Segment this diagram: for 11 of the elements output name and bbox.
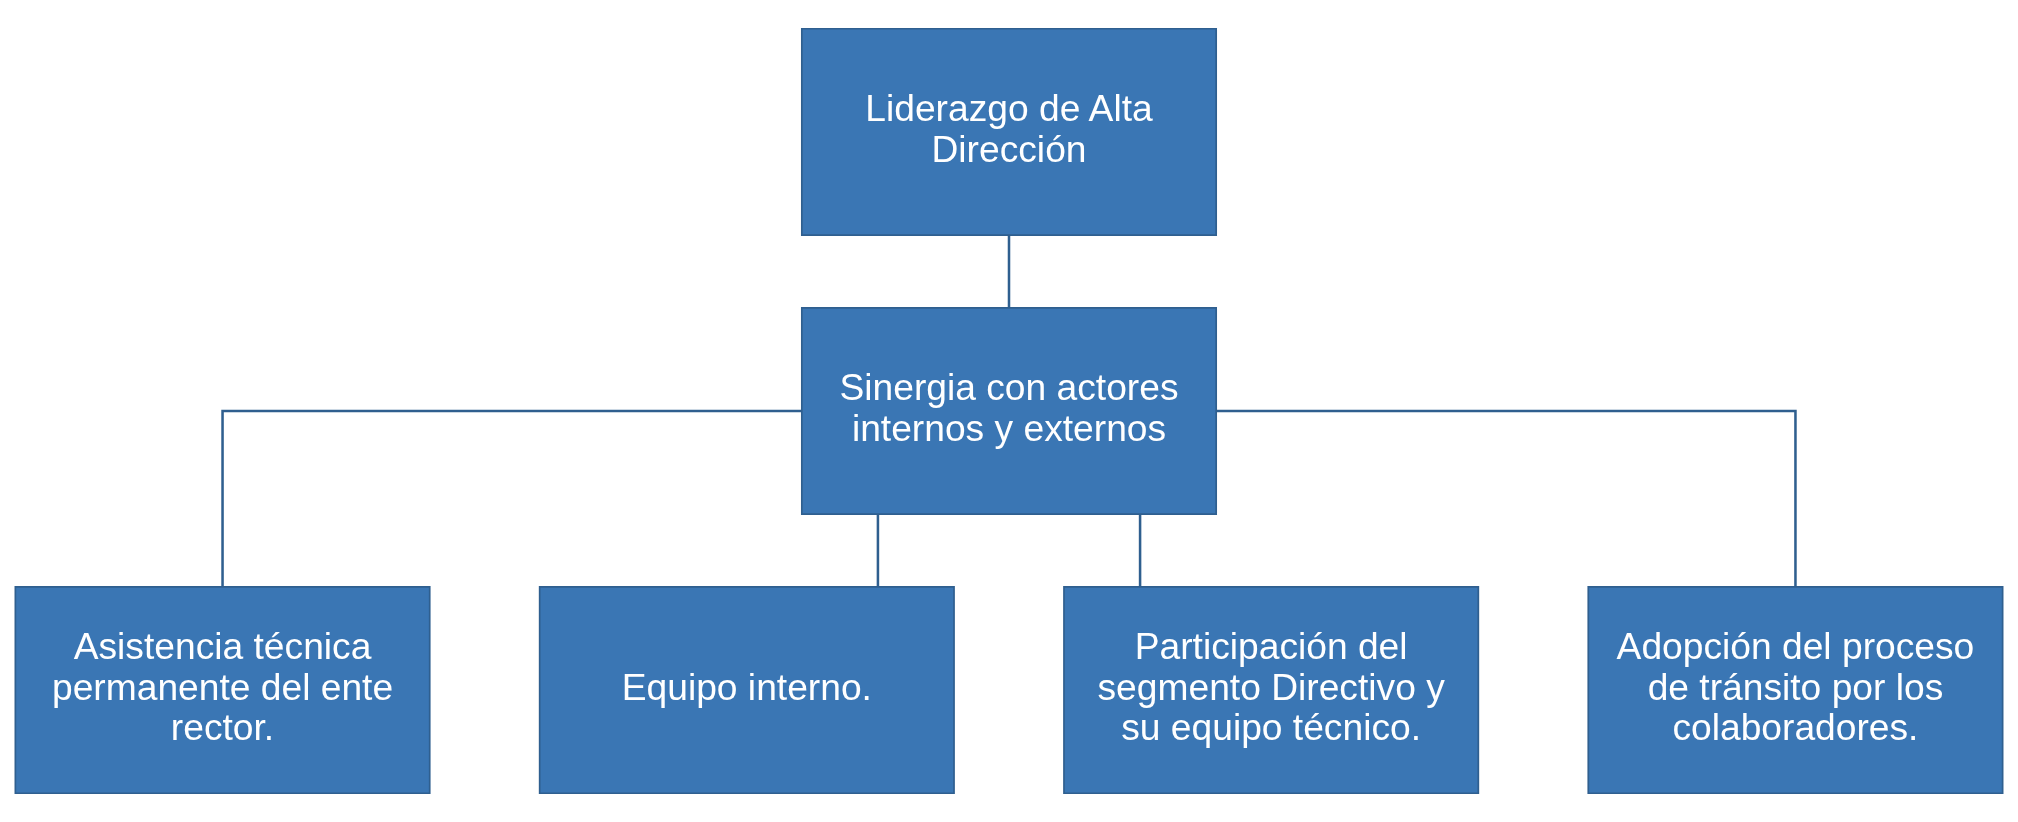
node-box: Equipo interno. bbox=[538, 586, 955, 795]
connector bbox=[1007, 235, 1011, 308]
node-box: Participación del segmento Directivo y su equipo técnico. bbox=[1063, 586, 1480, 795]
connector bbox=[876, 514, 880, 587]
node-box: Adopción del proceso de tránsito por los colaboradores. bbox=[1587, 586, 2004, 795]
node-box: Sinergia con actores internos y externos bbox=[800, 307, 1218, 515]
connector bbox=[1138, 514, 1142, 587]
connector bbox=[221, 409, 802, 587]
connector bbox=[1216, 409, 1797, 587]
node-box: Asistencia técnica permanente del ente rector. bbox=[14, 586, 431, 795]
node-box: Liderazgo de Alta Dirección bbox=[800, 27, 1218, 236]
